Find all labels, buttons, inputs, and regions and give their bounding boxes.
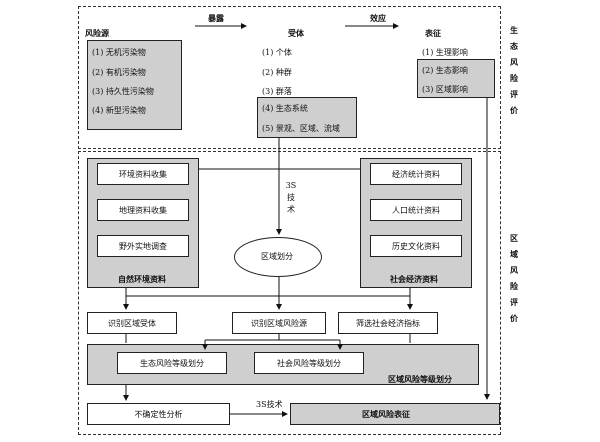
source-item: (1) 无机污染物	[92, 48, 146, 57]
natural-item-box: 地理资料收集	[97, 199, 189, 221]
characterization-item: (3) 区域影响	[422, 85, 468, 94]
uncertainty-box: 不确定性分析	[87, 403, 230, 425]
filter-indicators-box: 筛选社会经济指标	[338, 312, 438, 334]
ecological-risk-frame	[78, 6, 501, 149]
receptor-item: (5) 景观、区域、流域	[262, 124, 340, 133]
identify-risk-source-box: 识别区域风险源	[232, 312, 326, 334]
receptor-item: (2) 种群	[262, 68, 292, 77]
characterization-item: (2) 生态影响	[422, 66, 468, 75]
source-item: (2) 有机污染物	[92, 68, 146, 77]
characterization-gray-box	[417, 59, 495, 98]
tech-3s-vertical-label: 3S技术	[285, 181, 297, 214]
eco-level-box: 生态风险等级划分	[117, 352, 227, 374]
risk-source-box	[87, 40, 182, 130]
source-item: (4) 新型污染物	[92, 106, 146, 115]
social-group-label: 社会经济资料	[390, 274, 438, 284]
ecological-risk-side-label: 生态风险评价	[510, 25, 518, 115]
natural-group-label: 自然环境资料	[118, 274, 166, 284]
social-item-box: 人口统计资料	[370, 199, 462, 221]
characterization-label: 区域风险表征	[362, 409, 410, 419]
region-division-ellipse	[234, 237, 322, 277]
regional-risk-side-label: 区域风险评价	[510, 233, 518, 323]
social-level-box: 社会风险等级划分	[254, 352, 364, 374]
tech-3s-inline-label: 3S技术	[256, 400, 283, 409]
social-item-box: 经济统计资料	[370, 163, 462, 185]
receptor-item: (1) 个体	[262, 48, 292, 57]
natural-item-box: 野外实地调查	[97, 235, 189, 257]
receptor-gray-box	[257, 97, 357, 138]
characterization-item: (1) 生理影响	[422, 48, 468, 57]
source-header: 风险源	[85, 28, 109, 38]
social-item-box: 历史文化资料	[370, 235, 462, 257]
receptor-item: (3) 群落	[262, 87, 292, 96]
exposure-arrow-label: 暴露	[208, 13, 224, 23]
regional-risk-frame	[78, 151, 501, 435]
source-item: (3) 持久性污染物	[92, 87, 154, 96]
ellipse-label: 区域划分	[261, 252, 293, 261]
natural-item-box: 环境资料收集	[97, 163, 189, 185]
identify-receptor-box: 识别区域受体	[87, 312, 177, 334]
region-level-label: 区域风险等级划分	[388, 374, 452, 384]
characterization-header: 表征	[425, 28, 441, 38]
effect-arrow-label: 效应	[370, 13, 386, 23]
characterization-box	[290, 403, 500, 425]
receptor-item: (4) 生态系统	[262, 104, 308, 113]
receptor-header: 受体	[288, 28, 304, 38]
